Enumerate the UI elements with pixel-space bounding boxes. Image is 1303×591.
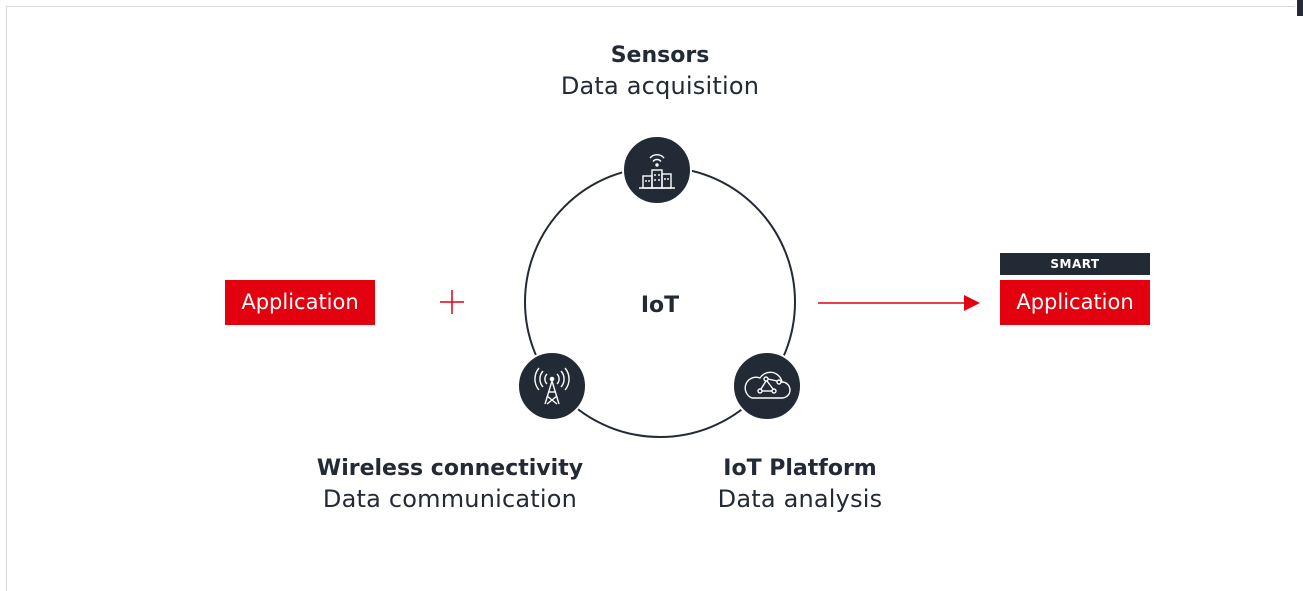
arrow-right-icon: [818, 295, 980, 311]
wireless-subtitle: Data communication: [322, 484, 578, 513]
sensors-subtitle: Data acquisition: [560, 71, 760, 100]
platform-node: [732, 351, 802, 421]
application-label-right: Application: [1016, 290, 1134, 314]
sensors-node: [622, 135, 692, 205]
application-box-right: Application: [1000, 280, 1150, 325]
smart-tag: SMART: [1000, 253, 1150, 275]
wireless-caption: Wireless connectivity Data communication: [300, 455, 600, 515]
corner-marker: [1297, 0, 1303, 16]
wireless-node: [517, 351, 587, 421]
radio-tower-icon: [534, 367, 570, 405]
platform-subtitle: Data analysis: [717, 484, 883, 513]
sensors-caption: Sensors Data acquisition: [560, 42, 760, 102]
plus-icon: [440, 290, 464, 314]
sensors-title: Sensors: [610, 43, 710, 68]
application-label-left: Application: [241, 290, 359, 314]
smart-city-icon: [639, 154, 675, 189]
iot-center-label: IoT: [641, 293, 679, 318]
platform-title: IoT Platform: [723, 456, 877, 481]
platform-caption: IoT Platform Data analysis: [700, 455, 900, 515]
application-box-left: Application: [225, 280, 375, 325]
diagram-frame: [6, 6, 1295, 591]
cloud-network-icon: [744, 371, 791, 399]
smart-tag-label: SMART: [1050, 257, 1100, 271]
wireless-title: Wireless connectivity: [316, 456, 584, 481]
